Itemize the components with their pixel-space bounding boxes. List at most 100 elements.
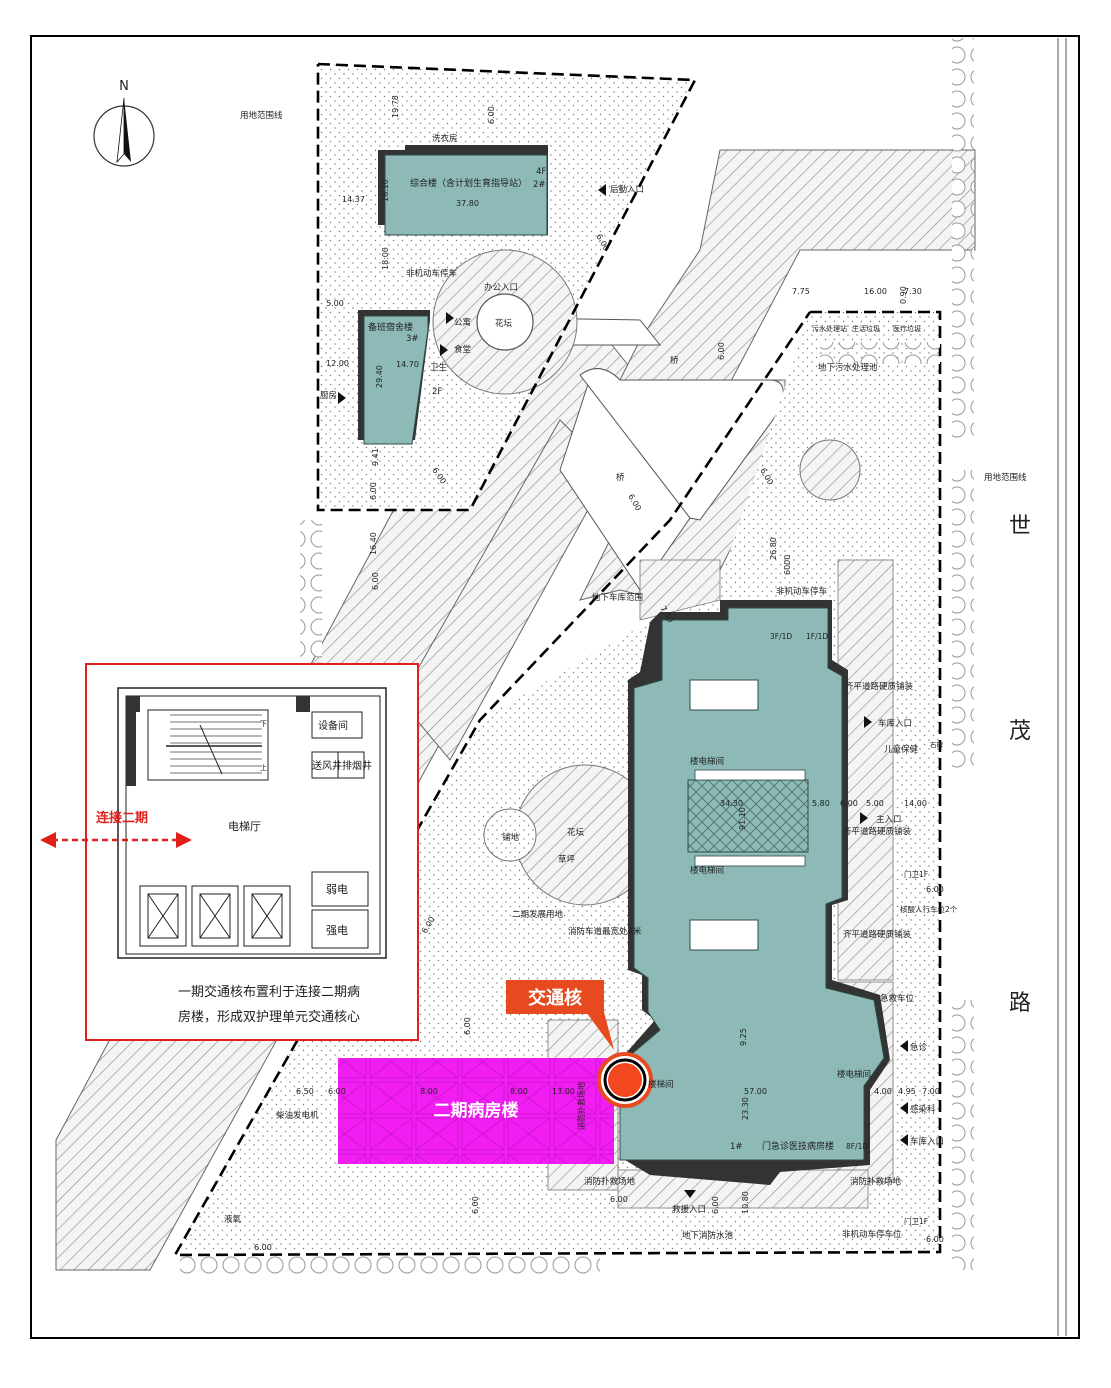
label-guard-2: 门卫1F (904, 1217, 928, 1226)
label-bike-parking-bottom: 非机动车停车位 (842, 1229, 902, 1240)
phase2-label: 二期病房楼 (434, 1100, 519, 1121)
dimension-label: 5.80 (812, 799, 830, 808)
road-name-char-2: 茂 (1009, 719, 1031, 744)
inset-connect-label: 连接二期 (96, 810, 148, 826)
dimension-label: 34.30 (720, 799, 743, 808)
label-floors-a: 3F/1D (770, 632, 792, 641)
dimension-label: 16.40 (369, 532, 378, 555)
label-fire-rescue-vertical: 消防扑救场地 (576, 1082, 586, 1130)
label-fire-rescue-1: 消防扑救场地 (584, 1176, 636, 1187)
label-paving-2: 齐平道路硬质铺装 (843, 826, 912, 837)
dimension-label: 7.00 (922, 1087, 940, 1096)
inset-description-line-1: 一期交通核布置利于连接二期病 (178, 984, 360, 1000)
label-child-care: 儿童保健 (884, 744, 919, 755)
road-name-char-1: 世 (1009, 514, 1031, 539)
label-bike-parking-top: 非机动车停车 (406, 268, 457, 279)
inset-air-shaft: 送风井 (312, 759, 342, 772)
dimension-label: 4.95 (898, 1087, 916, 1096)
dimension-label: 10.80 (741, 1191, 750, 1214)
label-flower-bed-2: 花坛 (567, 827, 585, 838)
label-lawn: 草坪 (558, 854, 576, 865)
label-elevator-hall-2: 楼电梯间 (690, 865, 724, 876)
label-elevator-hall-4: 楼梯间 (648, 1079, 674, 1090)
label-bridge-1: 桥 (670, 355, 679, 366)
label-bldg1-name: 门急诊医技病房楼 (762, 1140, 834, 1152)
label-sewage-station: 污水处理站 (812, 324, 847, 333)
label-bldg3-no: 3# (406, 334, 419, 344)
dimension-label: 14.37 (342, 195, 365, 204)
dimension-label: 91.10 (738, 807, 747, 830)
dimension-label: 6.00 (471, 1196, 480, 1214)
label-gas: 液氧 (224, 1214, 242, 1225)
label-fire-lane-note: 消防车道最宽处4米 (568, 926, 642, 937)
road-name-char-3: 路 (1009, 991, 1031, 1016)
main-hospital-building (619, 600, 890, 1185)
north-compass (93, 97, 155, 167)
inset-description-line-2: 房楼，形成双护理单元交通核心 (178, 1009, 360, 1025)
label-bldg2-floors: 4F (536, 167, 546, 177)
label-fire-pool: 地下消防水池 (682, 1230, 734, 1241)
label-medical-waste: 医疗垃圾 (893, 324, 921, 333)
dimension-label: 6.00 (328, 1087, 346, 1096)
dimension-label: 18.00 (381, 247, 390, 270)
inset-smoke-shaft: 排烟井 (342, 759, 372, 772)
dimension-label: 14.00 (904, 799, 927, 808)
label-bike-parking-right: 非机动车停车 (776, 586, 827, 597)
label-bldg2-no: 2# (533, 180, 546, 190)
dimension-label: 6.00 (463, 1017, 472, 1035)
label-bldg1-no: 1# (730, 1142, 743, 1152)
label-site-line-right: 用地范围线 (984, 472, 1027, 483)
dimension-label: 16.10 (381, 179, 390, 202)
inset-stair-down: 下 (260, 720, 267, 728)
dimension-label: 5.00 (866, 799, 884, 808)
dimension-label: 7.30 (904, 287, 922, 296)
dimension-label: 6.00 (717, 342, 726, 360)
dimension-label: 4.00 (874, 1087, 892, 1096)
label-canteen: 食堂 (454, 344, 471, 355)
label-bldg3-floors: 2F (432, 387, 442, 397)
core-callout-text: 交通核 (528, 987, 582, 1009)
compass-north-label: N (119, 79, 129, 94)
label-garbage: 生活垃圾 (852, 324, 880, 333)
dimension-label: 14.70 (396, 360, 419, 369)
label-office-entry: 办公入口 (484, 282, 518, 293)
label-health: 卫生 (430, 362, 448, 373)
label-back-entry: 后勤入口 (610, 184, 644, 195)
label-bldg1-floors: 8F/1D (846, 1142, 868, 1151)
label-bldg2-name: 综合楼（含计划生育指导站） (410, 177, 527, 189)
label-flower-bed: 花坛 (495, 318, 513, 329)
dimension-label: 57.00 (744, 1087, 767, 1096)
core-callout (506, 980, 604, 1014)
dimension-label: 26.80 (769, 537, 778, 560)
label-bridge-2: 桥 (616, 472, 625, 483)
label-garage-range: 地下车库范围 (592, 592, 643, 603)
traffic-core-marker (597, 1052, 653, 1108)
label-emergency: 急诊 (910, 1042, 928, 1053)
label-kitchen: 厨房 (320, 390, 337, 401)
dimension-label: 6.00 (926, 1235, 944, 1244)
dimension-label: 7.75 (792, 287, 810, 296)
label-underground-sewage: 地下污水处理池 (818, 362, 878, 373)
inset-stair-up: 上 (260, 763, 267, 772)
label-floors-b: 1F/1D (806, 632, 828, 641)
dimension-label: 6.00 (254, 1243, 272, 1252)
label-elevator-hall-1: 楼电梯间 (690, 756, 724, 767)
label-fire-rescue-2: 消防扑救场地 (850, 1176, 902, 1187)
dimension-label: 6.00 (369, 482, 378, 500)
label-laundry: 洗衣房 (432, 133, 458, 144)
dimension-label: 0.90 (899, 286, 908, 304)
label-phase2-land: 二期发展用地 (512, 909, 564, 920)
inset-equipment-room: 设备间 (318, 719, 348, 732)
label-stone: 石碑 (930, 740, 944, 749)
label-ambulance: 急救车位 (880, 993, 915, 1004)
inset-strong-power: 强电 (326, 924, 348, 937)
dimension-label: 12.00 (326, 359, 349, 368)
label-paving-1: 齐平道路硬质铺装 (845, 681, 914, 692)
dimension-label: 6000 (783, 555, 792, 575)
dimension-label: 6.50 (296, 1087, 314, 1096)
label-rescue-entry: 救援入口 (672, 1204, 706, 1215)
label-paving-3: 齐平道路硬质铺装 (843, 929, 912, 940)
label-green: 铺地 (502, 832, 520, 843)
label-car-entry-1: 车库入口 (878, 718, 912, 729)
